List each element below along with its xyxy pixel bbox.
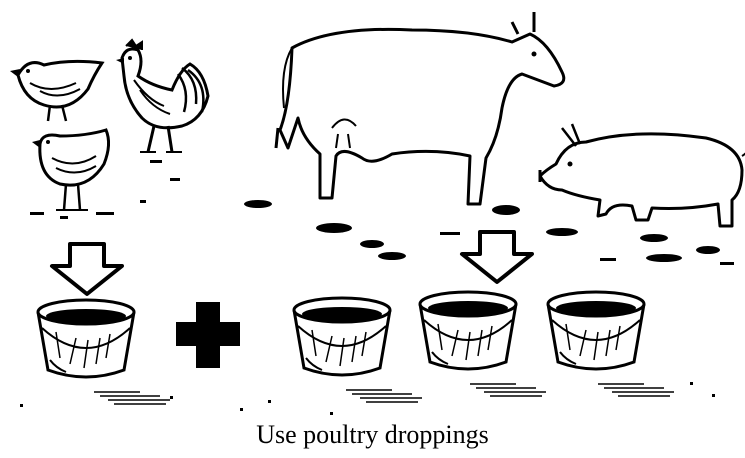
livestock-manure-bucket — [420, 292, 546, 396]
pig-icon — [540, 124, 745, 226]
rooster-icon — [116, 40, 208, 152]
livestock-manure-bucket — [294, 298, 422, 402]
caption: Use poultry droppings — [0, 420, 745, 450]
down-arrow-icon — [52, 244, 122, 294]
hen-icon — [10, 61, 102, 121]
cow-icon — [276, 12, 564, 204]
livestock-manure-bucket — [548, 292, 674, 396]
plus-icon — [176, 302, 240, 368]
hen-icon — [32, 130, 109, 210]
poultry-manure-bucket — [38, 300, 170, 404]
down-arrow-icon — [462, 232, 532, 282]
